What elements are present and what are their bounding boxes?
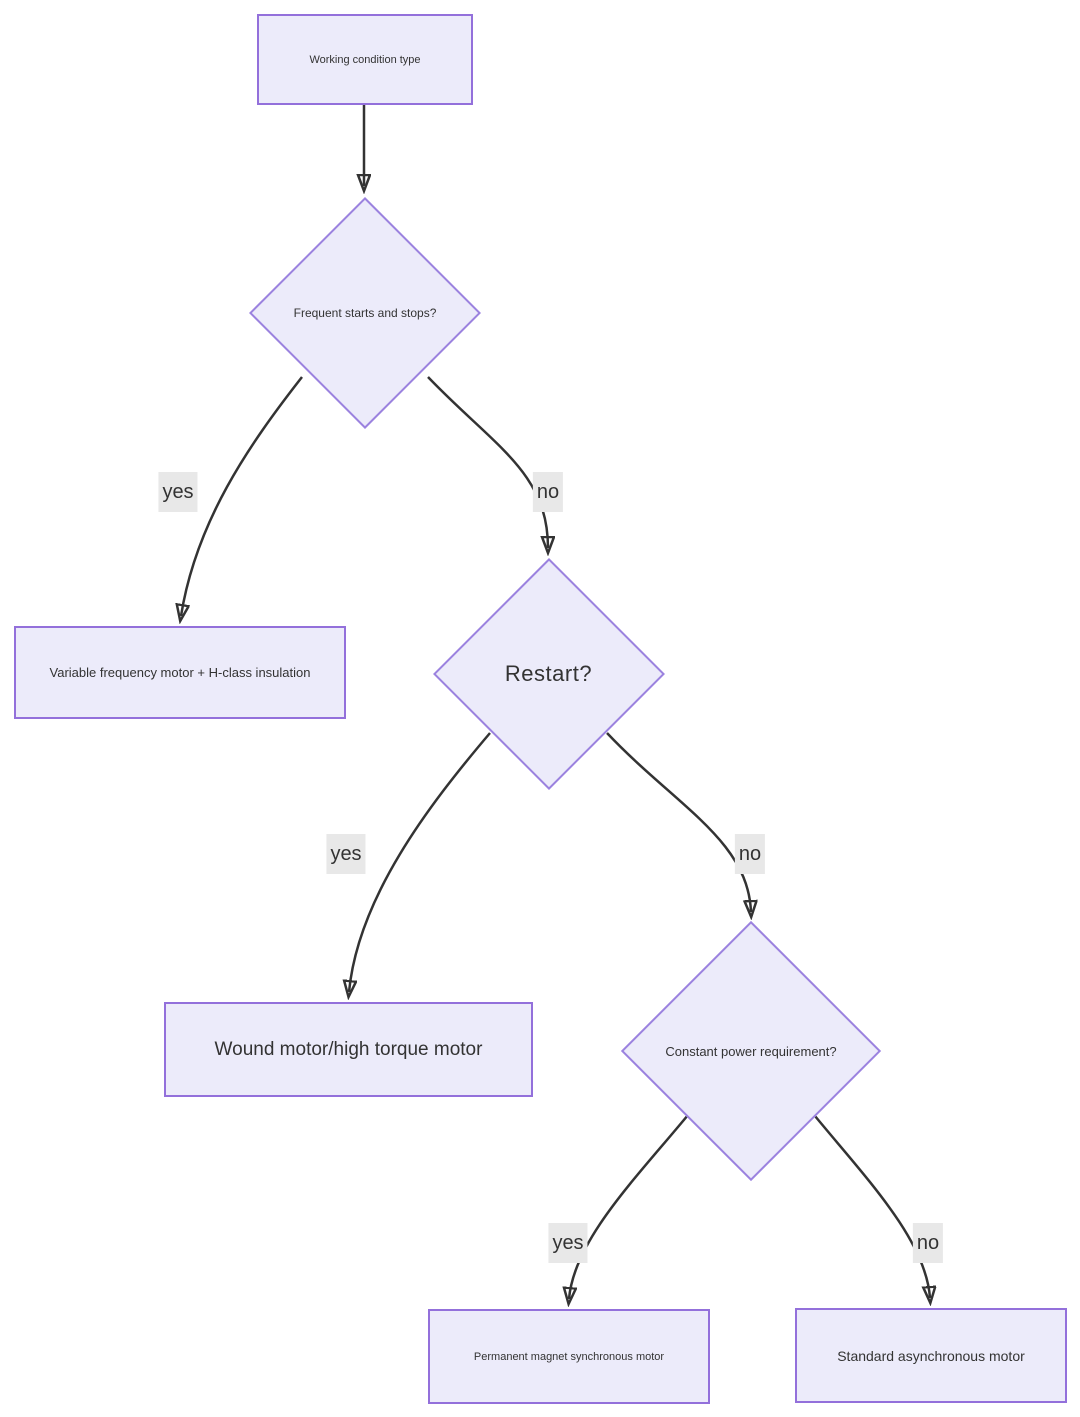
node-wound-motor-high-torque: Wound motor/high torque motor xyxy=(164,1002,533,1097)
edge-frequent-yes xyxy=(181,376,303,616)
edge-label-yes-frequent: yes xyxy=(158,472,198,512)
edge-restart-no xyxy=(606,732,751,912)
node-label: Restart? xyxy=(504,661,593,686)
node-label: Constant power requirement? xyxy=(665,1043,837,1059)
node-label: Working condition type xyxy=(309,53,421,66)
edge-label-yes-power: yes xyxy=(548,1223,588,1263)
node-label: Standard asynchronous motor xyxy=(837,1347,1025,1364)
edge-label-no-frequent: no xyxy=(532,472,564,512)
edge-frequent-no xyxy=(427,376,548,548)
edge-label-yes-restart: yes xyxy=(326,834,366,874)
node-label: Frequent starts and stops? xyxy=(293,306,437,320)
node-working-condition-type: Working condition type xyxy=(257,14,473,105)
edge-power-yes xyxy=(569,1114,689,1299)
decision-restart: Restart? xyxy=(432,558,665,790)
node-label: Permanent magnet synchronous motor xyxy=(473,1350,665,1363)
edge-label-no-power: no xyxy=(912,1223,944,1263)
decision-constant-power-requirement: Constant power requirement? xyxy=(620,920,882,1182)
node-standard-asynchronous-motor: Standard asynchronous motor xyxy=(795,1308,1067,1403)
edge-restart-yes xyxy=(349,732,491,992)
node-label: Wound motor/high torque motor xyxy=(214,1038,483,1060)
decision-frequent-starts-and-stops: Frequent starts and stops? xyxy=(249,196,481,430)
node-permanent-magnet-synchronous-motor: Permanent magnet synchronous motor xyxy=(428,1309,710,1404)
node-label: Variable frequency motor + H-class insul… xyxy=(49,665,311,680)
node-variable-frequency-motor: Variable frequency motor + H-class insul… xyxy=(14,626,346,719)
edge-power-no xyxy=(814,1115,930,1298)
edge-label-no-restart: no xyxy=(734,834,766,874)
